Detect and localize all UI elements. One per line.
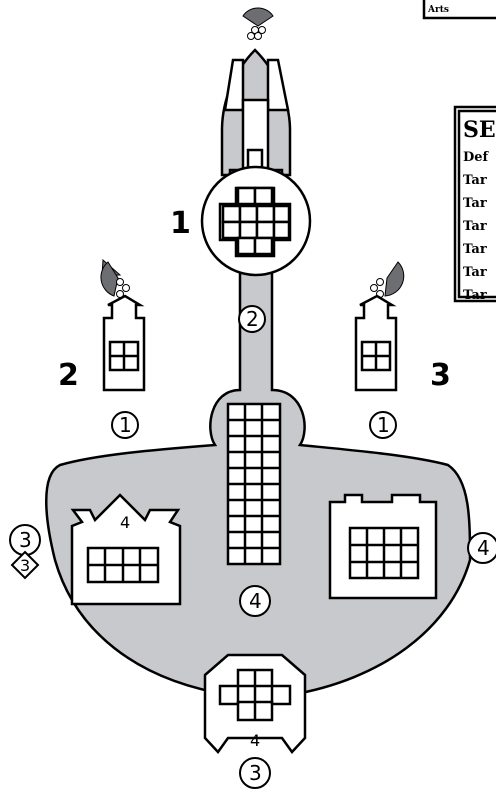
bottom-box-number: 4 xyxy=(250,731,260,750)
panel-row-3: Tar xyxy=(463,219,487,234)
panel-row-2: Tar xyxy=(463,196,487,211)
sector-number-right: 3 xyxy=(430,358,451,393)
body-circle-number: 4 xyxy=(249,589,262,613)
spine-grid xyxy=(228,404,280,564)
panel-row-6: Tar xyxy=(463,288,487,303)
right-pod-circle-number: 1 xyxy=(377,413,390,437)
left-pod xyxy=(101,260,144,390)
panel-row-0: Def xyxy=(463,150,490,165)
sector-table-panel: SE Def Tar Tar Tar Tar Tar Tar xyxy=(455,107,496,303)
header-stub-text: Arts xyxy=(427,5,449,15)
panel-row-4: Tar xyxy=(463,242,487,257)
bottom-circle-number: 3 xyxy=(249,761,262,785)
right-wing-circle-number: 4 xyxy=(477,536,490,560)
left-wing-circle-number: 3 xyxy=(19,528,32,552)
left-wing-box: 4 xyxy=(72,495,180,604)
sector-number-center: 1 xyxy=(170,206,191,241)
left-wing-diamond-number: 3 xyxy=(20,556,30,575)
neck-circle-number: 2 xyxy=(246,307,259,331)
left-wing-box-number: 4 xyxy=(120,513,130,532)
left-pod-circle-number: 1 xyxy=(119,413,132,437)
right-wing-box xyxy=(330,495,436,598)
firing-arc-top-icon xyxy=(243,8,273,40)
bottom-hex-box: 4 xyxy=(205,655,305,752)
panel-title: SE xyxy=(463,117,496,143)
panel-row-1: Tar xyxy=(463,173,487,188)
sector-number-left: 2 xyxy=(58,358,79,393)
panel-row-5: Tar xyxy=(463,265,487,280)
header-stub: Arts xyxy=(424,0,496,18)
right-pod xyxy=(356,262,404,390)
